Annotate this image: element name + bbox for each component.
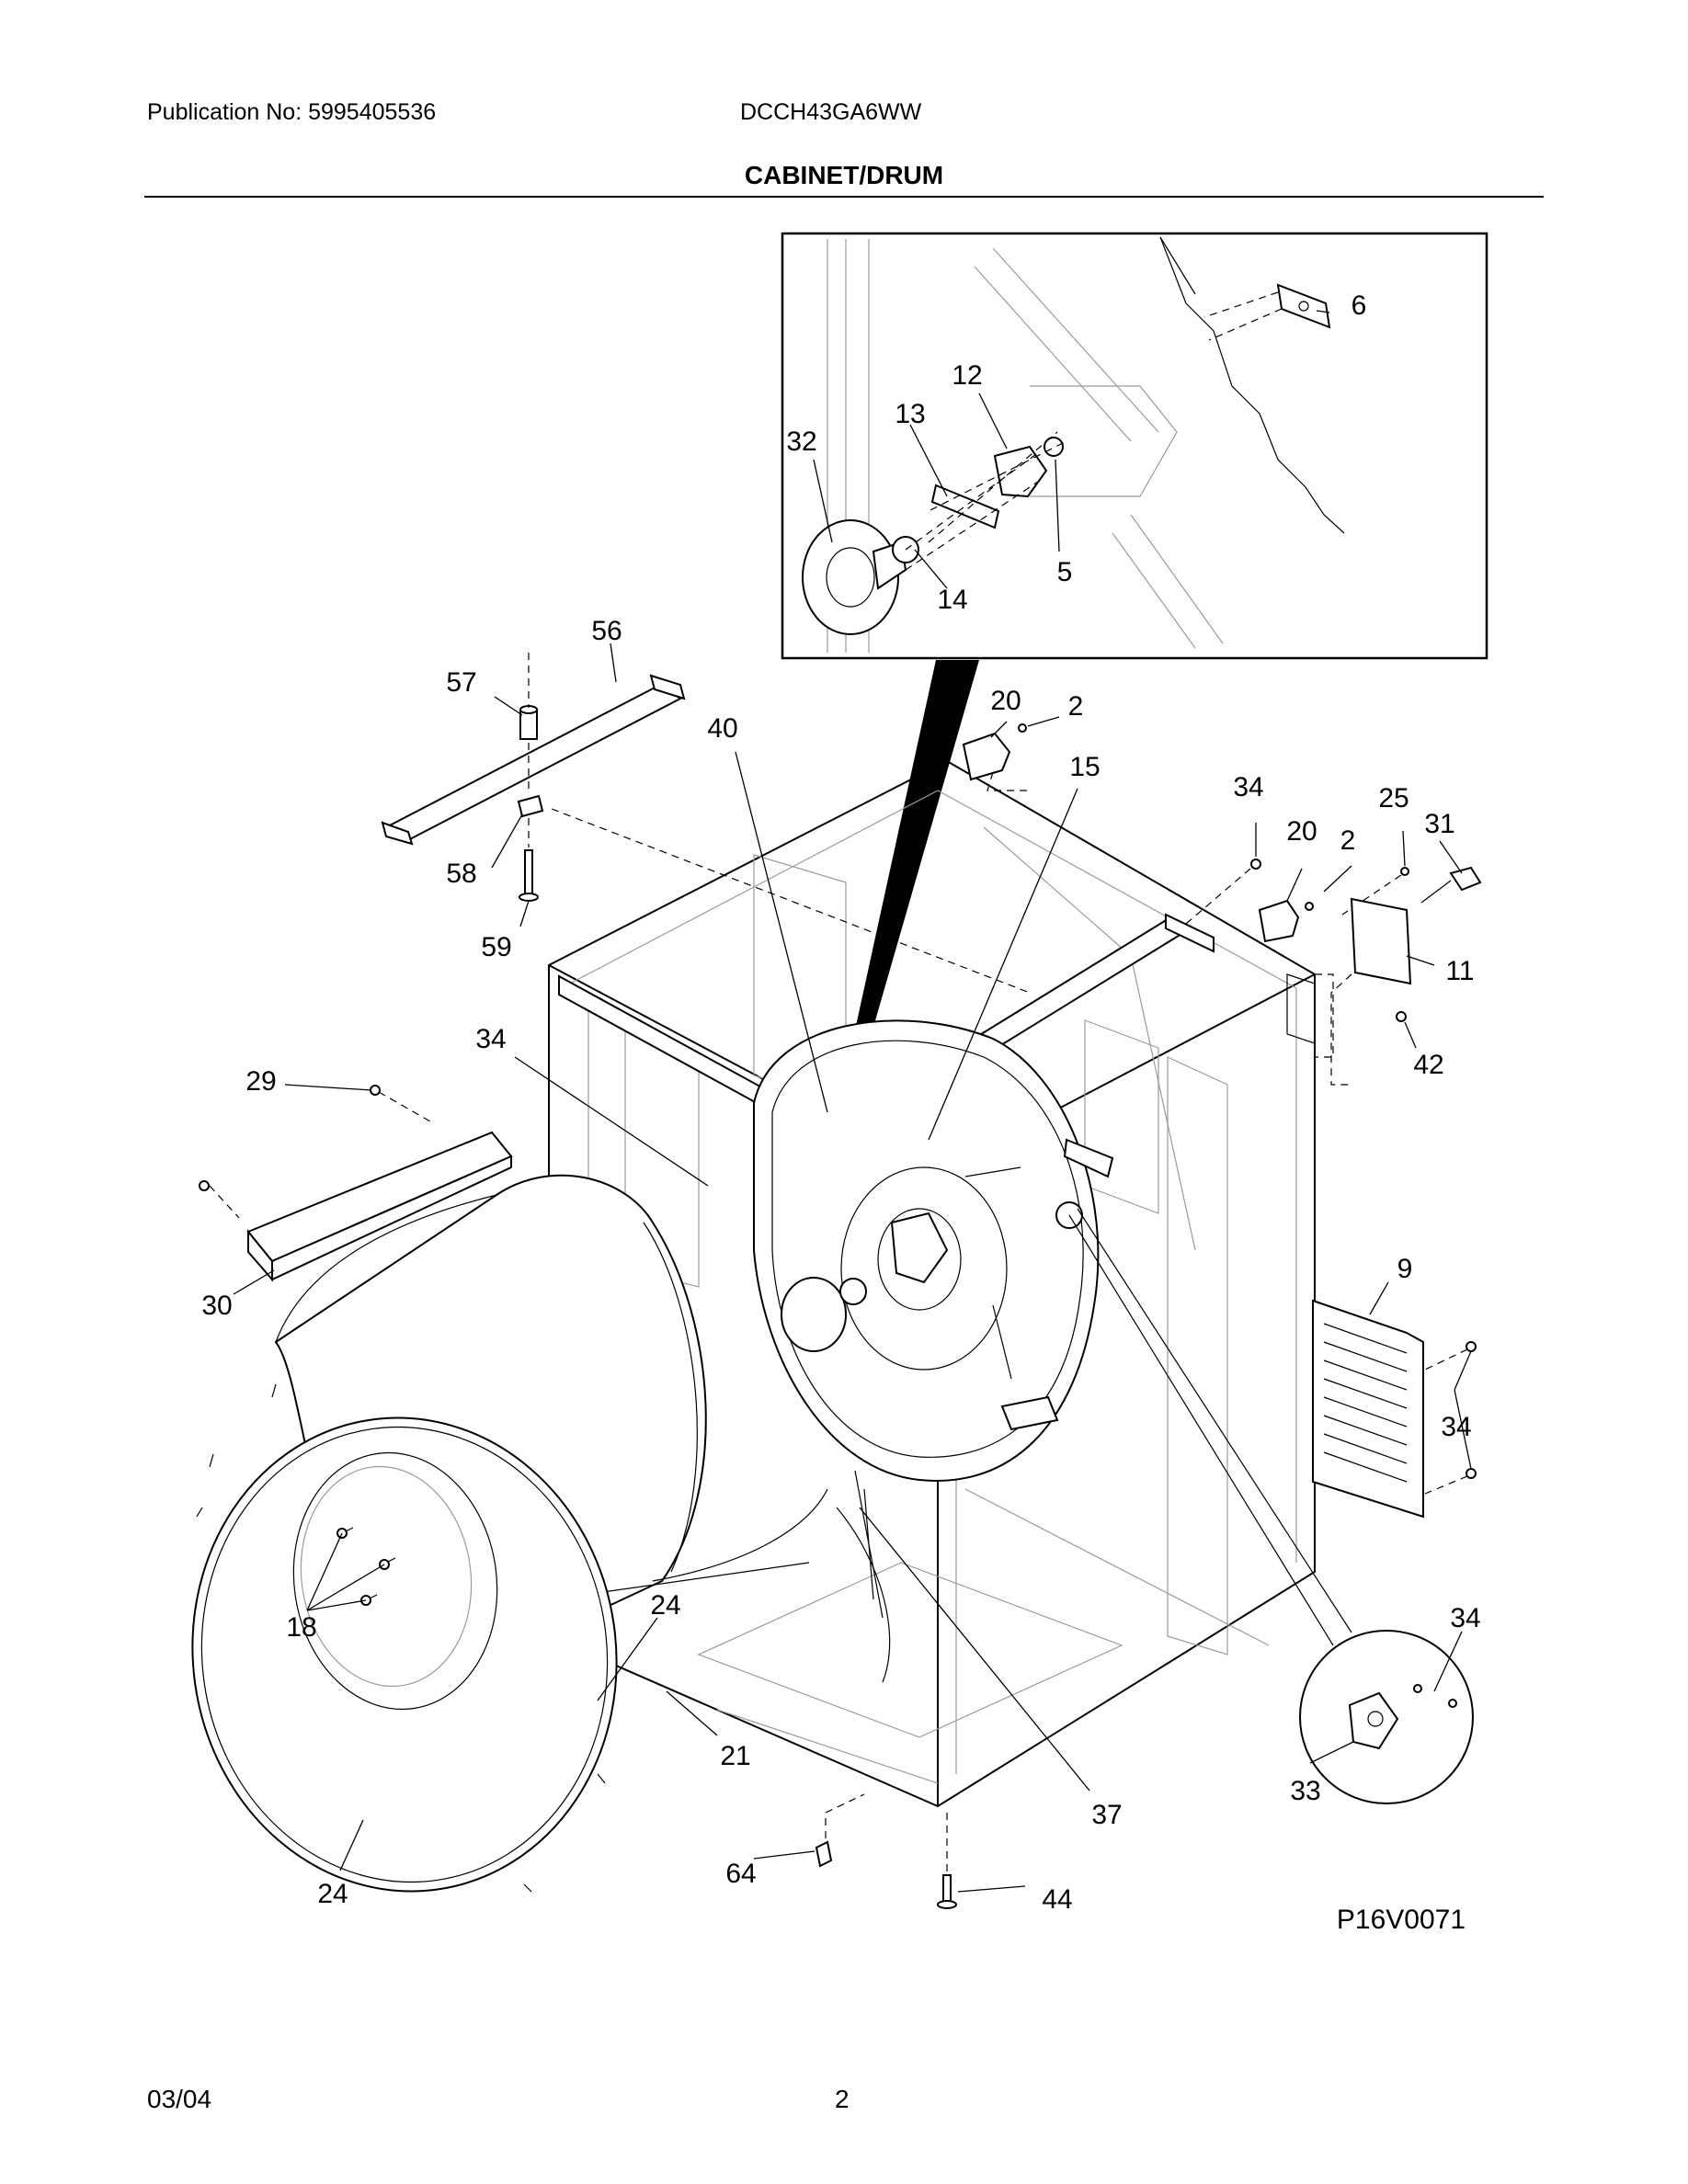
leader-lines [233, 310, 1472, 1893]
callout-24: 24 [317, 1879, 348, 1909]
callout-5: 5 [1057, 557, 1073, 587]
section-title: CABINET/DRUM [744, 161, 944, 189]
callout-2: 2 [1068, 691, 1084, 722]
callout-32: 32 [786, 427, 816, 457]
footer-page-number: 2 [835, 2085, 850, 2113]
callout-24: 24 [650, 1590, 680, 1621]
callout-labels: 6 12 13 32 5 14 56 57 40 20 2 15 34 25 3… [201, 290, 1480, 1935]
callout-31: 31 [1424, 809, 1454, 839]
callout-40: 40 [707, 713, 737, 744]
callout-56: 56 [591, 616, 622, 646]
rear-bulkhead [753, 1019, 1114, 1482]
top-bracket-parts [381, 653, 1482, 1086]
callout-29: 29 [245, 1066, 276, 1097]
model-number: DCCH43GA6WW [740, 99, 922, 125]
toe-kick-parts [199, 1085, 513, 1282]
publication-number: Publication No: 5995405536 [147, 99, 437, 125]
callout-2: 2 [1340, 825, 1356, 856]
callout-20: 20 [990, 686, 1021, 716]
callout-42: 42 [1413, 1050, 1443, 1080]
callout-34: 34 [475, 1024, 506, 1054]
callout-13: 13 [895, 399, 925, 429]
thermostat-detail [1068, 1208, 1474, 1804]
callout-20: 20 [1286, 816, 1317, 847]
drum [191, 1174, 828, 1893]
callout-64: 64 [725, 1859, 756, 1889]
callout-15: 15 [1069, 752, 1100, 782]
callout-21: 21 [720, 1741, 750, 1771]
callout-9: 9 [1397, 1254, 1413, 1284]
callout-34: 34 [1450, 1603, 1480, 1633]
callout-14: 14 [937, 585, 967, 615]
callout-34: 34 [1441, 1412, 1471, 1442]
drawing-code: P16V0071 [1337, 1905, 1466, 1935]
vent-grille [1312, 1299, 1477, 1519]
inset-detail [781, 232, 1488, 660]
callout-11: 11 [1445, 956, 1474, 986]
callout-30: 30 [201, 1291, 232, 1321]
callout-33: 33 [1290, 1776, 1320, 1806]
callout-59: 59 [481, 932, 511, 962]
callout-18: 18 [286, 1612, 316, 1643]
callout-58: 58 [446, 859, 476, 889]
callout-44: 44 [1042, 1884, 1072, 1915]
callout-12: 12 [952, 360, 982, 391]
callout-57: 57 [446, 667, 476, 698]
footer-date: 03/04 [147, 2085, 212, 2113]
header-rule [144, 196, 1544, 198]
callout-37: 37 [1091, 1800, 1122, 1830]
bottom-parts [815, 1470, 957, 1909]
callout-6: 6 [1352, 290, 1367, 321]
callout-25: 25 [1378, 783, 1409, 813]
callout-34: 34 [1233, 772, 1263, 802]
